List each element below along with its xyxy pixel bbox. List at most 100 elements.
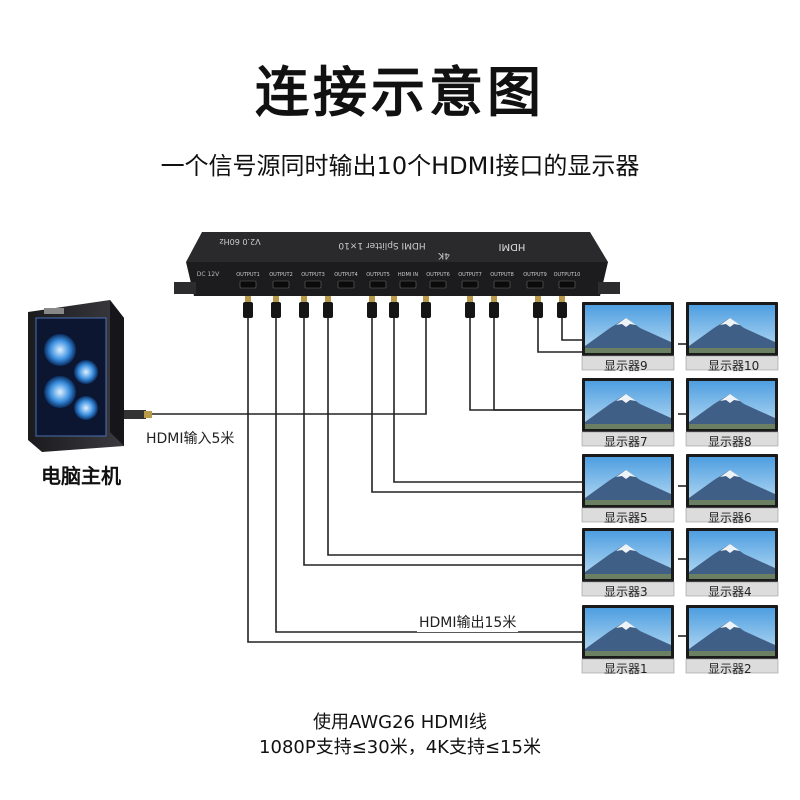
monitor-label: 显示器10 [708, 359, 760, 373]
plug-body [299, 302, 309, 318]
monitor [685, 454, 779, 523]
hdmi-cable [537, 318, 582, 353]
mountain-image [689, 470, 775, 505]
splitter-resolution: 4K [437, 250, 450, 260]
plug-tip [559, 296, 565, 304]
plug-tip [245, 296, 251, 304]
port-label: OUTPUT2 [269, 272, 293, 278]
plug-tip [273, 296, 279, 304]
mountain-image [689, 318, 775, 353]
monitor-bezel [685, 581, 779, 597]
hdmi-cable [371, 318, 582, 493]
footer-line-2: 1080P支持≤30米，4K支持≤15米 [259, 737, 541, 758]
monitor-label: 显示器9 [604, 359, 648, 373]
port-label: HDMI IN [398, 272, 418, 278]
mountain-image [585, 470, 671, 505]
plug-body [489, 302, 499, 318]
mountain-image [585, 544, 671, 579]
plug-body [421, 302, 431, 318]
hdmi-cable [469, 318, 582, 411]
monitor [581, 528, 675, 597]
hdmi-cable [152, 318, 427, 415]
hdmi-port [304, 280, 322, 289]
monitor [685, 605, 779, 674]
monitor [685, 378, 779, 447]
plug-tip [391, 296, 397, 304]
monitor-bezel [581, 355, 675, 371]
hdmi-port [337, 280, 355, 289]
port-label: OUTPUT3 [301, 272, 325, 278]
plug-tip [301, 296, 307, 304]
monitor [581, 454, 675, 523]
monitor [685, 302, 779, 371]
port-label: OUTPUT1 [236, 272, 260, 278]
mountain-image [585, 318, 671, 353]
plug-tip [467, 296, 473, 304]
mountain-image [689, 394, 775, 429]
splitter-version: V2.0 60Hz [219, 237, 260, 246]
hdmi-port [369, 280, 387, 289]
mountain-image [689, 544, 775, 579]
monitor-bezel [581, 431, 675, 447]
plug-body [533, 302, 543, 318]
plug-body [557, 302, 567, 318]
hdmi-port [493, 280, 511, 289]
hdmi-cable [493, 318, 582, 411]
hdmi-port [558, 280, 576, 289]
monitor-bezel [685, 431, 779, 447]
mountain-image [585, 394, 671, 429]
pc-tower [28, 300, 152, 452]
mountain-image [689, 621, 775, 656]
hdmi-cable [561, 318, 582, 341]
hdmi-port [461, 280, 479, 289]
plug-body [465, 302, 475, 318]
hdmi-input-label: HDMI输入5米 [144, 428, 237, 448]
monitor-label: 显示器7 [604, 435, 648, 449]
hdmi-output-label: HDMI输出15米 [417, 612, 519, 632]
plug-tip [369, 296, 375, 304]
port-label: OUTPUT6 [426, 272, 450, 278]
monitor-label: 显示器8 [708, 435, 752, 449]
plug-tip [491, 296, 497, 304]
splitter-power-label: DC 12V [197, 271, 220, 278]
plug-body [271, 302, 281, 318]
monitor-bezel [685, 507, 779, 523]
splitter-brand: HDMI [499, 241, 526, 252]
plug-body [243, 302, 253, 318]
pc-label: 电脑主机 [41, 464, 121, 488]
monitor-bezel [581, 658, 675, 674]
splitter-model: HDMI Splitter 1×10 [338, 240, 426, 250]
monitor-label: 显示器5 [604, 511, 648, 525]
hdmi-port [429, 280, 447, 289]
monitor-label: 显示器6 [708, 511, 752, 525]
hdmi-splitter: HDMI HDMI Splitter 1×10 4K V2.0 60Hz DC … [174, 232, 620, 318]
plug-tip [535, 296, 541, 304]
monitor [581, 605, 675, 674]
hdmi-cable [247, 318, 582, 643]
hdmi-port [239, 280, 257, 289]
footer-note: 使用AWG26 HDMI线 1080P支持≤30米，4K支持≤15米 [0, 710, 800, 760]
monitor-bezel [581, 581, 675, 597]
monitor [581, 378, 675, 447]
port-label: OUTPUT8 [490, 272, 514, 278]
port-label: OUTPUT5 [366, 272, 390, 278]
hdmi-cable [327, 318, 582, 556]
monitor-label: 显示器4 [708, 585, 752, 599]
plug-body [389, 302, 399, 318]
hdmi-port [526, 280, 544, 289]
monitor-label: 显示器3 [604, 585, 648, 599]
page-subtitle: 一个信号源同时输出10个HDMI接口的显示器 [160, 152, 640, 180]
monitor-label: 显示器1 [604, 662, 648, 676]
hdmi-port [399, 280, 417, 289]
mountain-image [585, 621, 671, 656]
hdmi-cable [303, 318, 582, 566]
plug-tip [423, 296, 429, 304]
monitor-bezel [581, 507, 675, 523]
page-title: 连接示意图 [255, 61, 545, 124]
plug-body [367, 302, 377, 318]
port-label: OUTPUT7 [458, 272, 482, 278]
monitor [581, 302, 675, 371]
plug-tip [325, 296, 331, 304]
footer-line-1: 使用AWG26 HDMI线 [313, 712, 487, 733]
